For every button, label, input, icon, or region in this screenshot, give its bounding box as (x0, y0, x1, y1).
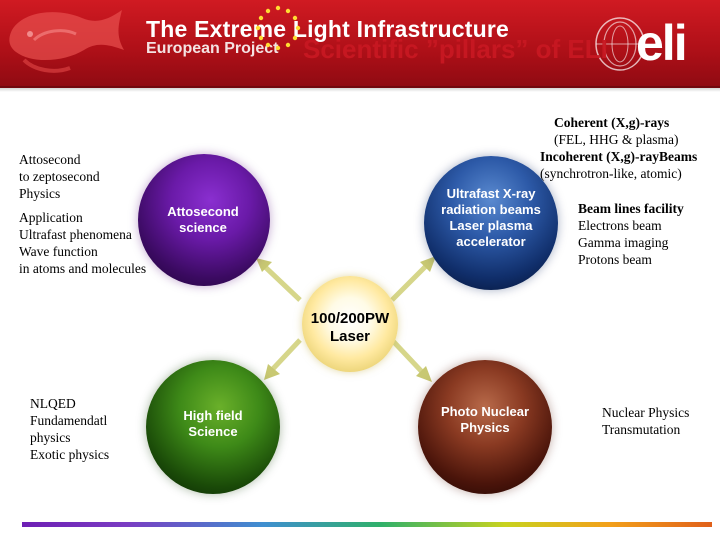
text-right-beam: Beam lines facility Electrons beam Gamma… (578, 201, 684, 267)
attosecond-sphere (138, 154, 270, 286)
banner-title: The Extreme Light Infrastructure (146, 16, 509, 42)
arrow-to-attosecond (256, 258, 302, 302)
arrow-to-xray (390, 256, 436, 302)
laser-sphere (302, 276, 398, 372)
fish-logo-icon (9, 10, 125, 73)
banner-subtitle: European Project (146, 40, 279, 57)
text-bottom-right: Nuclear Physics Transmutation (602, 405, 690, 437)
slide-title: Scientific ”pillars” of ELI (303, 34, 608, 64)
xray-label: Ultrafast X-ray radiation beams Laser pl… (441, 186, 541, 249)
header-banner: The Extreme Light Infrastructure Europea… (0, 0, 720, 88)
text-top-left: Attosecond to zeptosecond Physics (19, 152, 100, 201)
text-top-right: Coherent (X,g)-rays (FEL, HHG & plasma) … (540, 115, 698, 181)
highfield-sphere (146, 360, 280, 494)
text-mid-left: Application Ultrafast phenomena Wave fun… (19, 210, 147, 276)
banner-shadow (0, 86, 720, 92)
eu-stars-icon (255, 5, 301, 51)
laser-label: 100/200PW Laser (310, 310, 390, 345)
text-bottom-left: NLQED Fundamendatl physics Exotic physic… (30, 396, 110, 462)
xray-sphere (424, 156, 558, 290)
arrow-to-highfield (264, 338, 302, 380)
bottom-gradient-bar (22, 522, 712, 527)
highfield-label: High field Science (183, 408, 243, 439)
eli-logo-icon (595, 17, 645, 71)
attosecond-label: Attosecond science (167, 204, 239, 235)
nuclear-sphere (418, 360, 552, 494)
nuclear-label: Photo Nuclear Physics (440, 404, 530, 435)
eli-logo-text: eli (636, 15, 688, 71)
arrow-to-nuclear (390, 338, 432, 382)
